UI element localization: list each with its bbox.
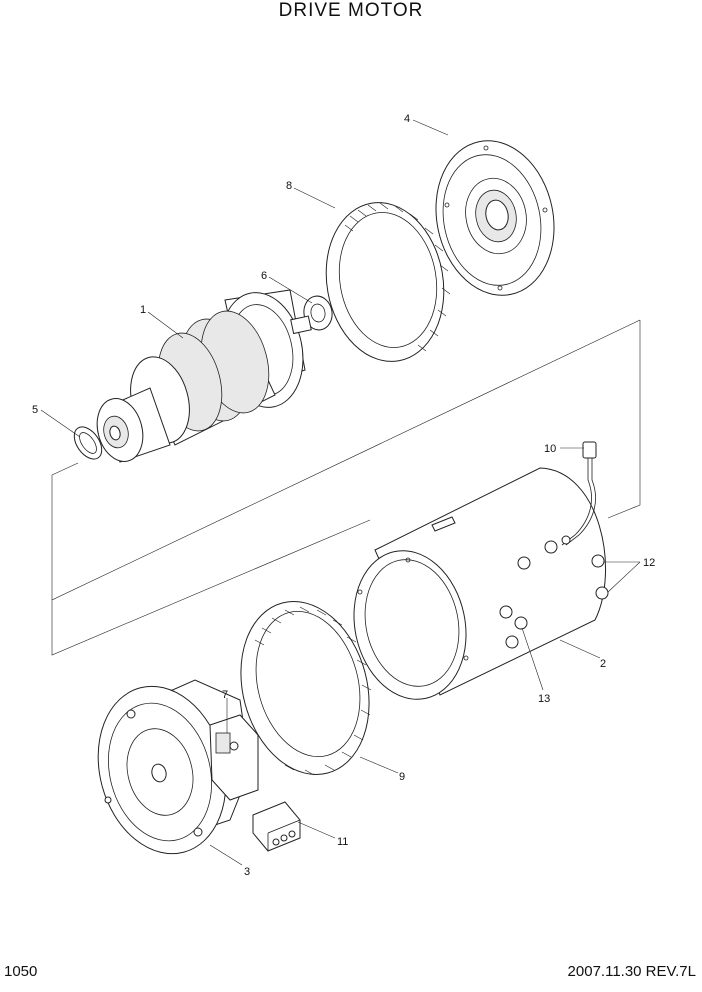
- callout-4: 4: [404, 113, 410, 125]
- rotor-armature: [96, 289, 312, 463]
- revision-label: 2007.11.30 REV.7L: [567, 963, 696, 980]
- washer: [303, 295, 333, 331]
- terminal-block: [252, 801, 301, 852]
- callout-9: 9: [399, 771, 405, 783]
- callout-13: 13: [538, 693, 550, 705]
- page-title: DRIVE MOTOR: [278, 0, 424, 21]
- end-bell-front: [97, 679, 251, 855]
- callout-1: 1: [140, 304, 146, 316]
- callout-2: 2: [600, 658, 606, 670]
- stator-housing: [353, 467, 609, 700]
- sensor-cable: [561, 441, 597, 546]
- callout-5: 5: [32, 404, 38, 416]
- callout-6: 6: [261, 270, 267, 282]
- slotted-ring-front: [240, 600, 372, 776]
- end-cover-rear: [435, 140, 555, 296]
- callout-11: 11: [337, 836, 348, 848]
- callout-labels: 1 2 3 4 5 6 7 8 9 10 11 12 13: [32, 113, 655, 878]
- callout-3: 3: [244, 866, 250, 878]
- callout-10: 10: [544, 443, 556, 455]
- assembly-boundary-lower: [51, 319, 641, 656]
- callout-12: 12: [643, 557, 655, 569]
- assembly-boundary: [607, 320, 641, 519]
- callout-7: 7: [222, 689, 228, 701]
- slotted-ring-rear: [325, 202, 451, 362]
- brush-holder: [209, 714, 259, 801]
- leader-lines: [40, 119, 641, 866]
- page-number: 1050: [4, 963, 38, 980]
- snap-ring: [73, 426, 103, 460]
- callout-8: 8: [286, 180, 292, 192]
